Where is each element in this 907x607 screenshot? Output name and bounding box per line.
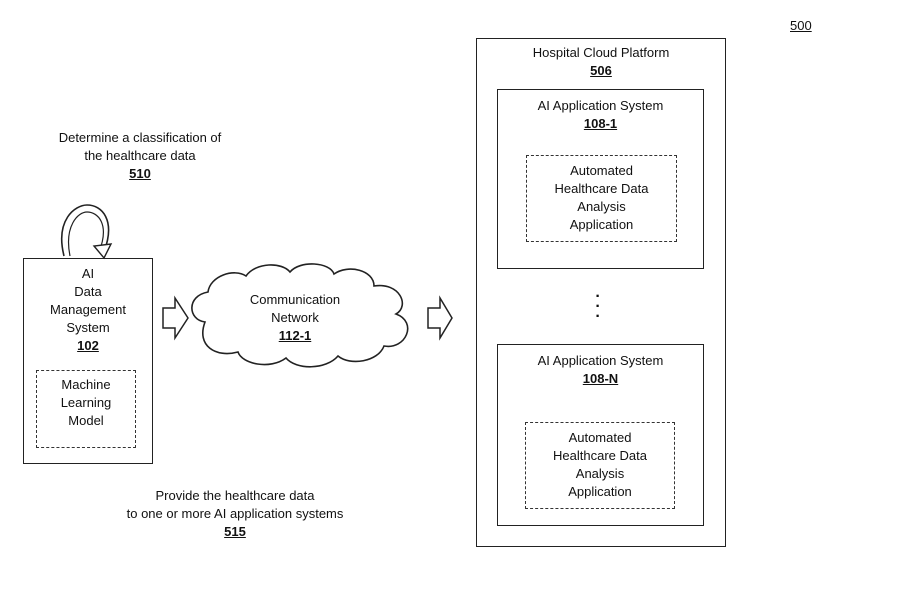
- ai-app-system-1-ref: 108-1: [497, 116, 704, 132]
- app-n-line1: Automated: [525, 430, 675, 446]
- step-provide-line2: to one or more AI application systems: [100, 506, 370, 522]
- block-arrow-right: [428, 298, 452, 338]
- ai-app-system-1-title: AI Application System: [497, 98, 704, 114]
- ml-model-line2: Learning: [36, 395, 136, 411]
- step-classify-line1: Determine a classification of: [30, 130, 250, 146]
- ai-dms-line1: AI: [23, 266, 153, 282]
- app-1-line2: Healthcare Data: [526, 181, 677, 197]
- cloud-platform-ref: 506: [476, 63, 726, 79]
- ai-app-system-n-ref: 108-N: [497, 371, 704, 387]
- ai-dms-line4: System: [23, 320, 153, 336]
- network-ref: 112-1: [230, 328, 360, 344]
- cloud-platform-title: Hospital Cloud Platform: [476, 45, 726, 61]
- app-1-line3: Analysis: [526, 199, 677, 215]
- step-classify-ref: 510: [30, 166, 250, 182]
- network-line1: Communication: [230, 292, 360, 308]
- block-arrow-left: [163, 298, 188, 338]
- step-classify-line2: the healthcare data: [30, 148, 250, 164]
- systems-ellipsis: · · ·: [588, 292, 608, 322]
- ml-model-line1: Machine: [36, 377, 136, 393]
- step-provide-ref: 515: [100, 524, 370, 540]
- network-line2: Network: [230, 310, 360, 326]
- app-1-line4: Application: [526, 217, 677, 233]
- figure-ref: 500: [790, 18, 812, 34]
- app-n-line3: Analysis: [525, 466, 675, 482]
- ai-app-system-n-title: AI Application System: [497, 353, 704, 369]
- loop-arrow-head: [94, 244, 111, 258]
- app-n-line4: Application: [525, 484, 675, 500]
- app-n-line2: Healthcare Data: [525, 448, 675, 464]
- app-1-line1: Automated: [526, 163, 677, 179]
- ai-dms-ref: 102: [23, 338, 153, 354]
- ai-dms-line2: Data: [23, 284, 153, 300]
- ai-dms-line3: Management: [23, 302, 153, 318]
- step-provide-line1: Provide the healthcare data: [100, 488, 370, 504]
- ml-model-line3: Model: [36, 413, 136, 429]
